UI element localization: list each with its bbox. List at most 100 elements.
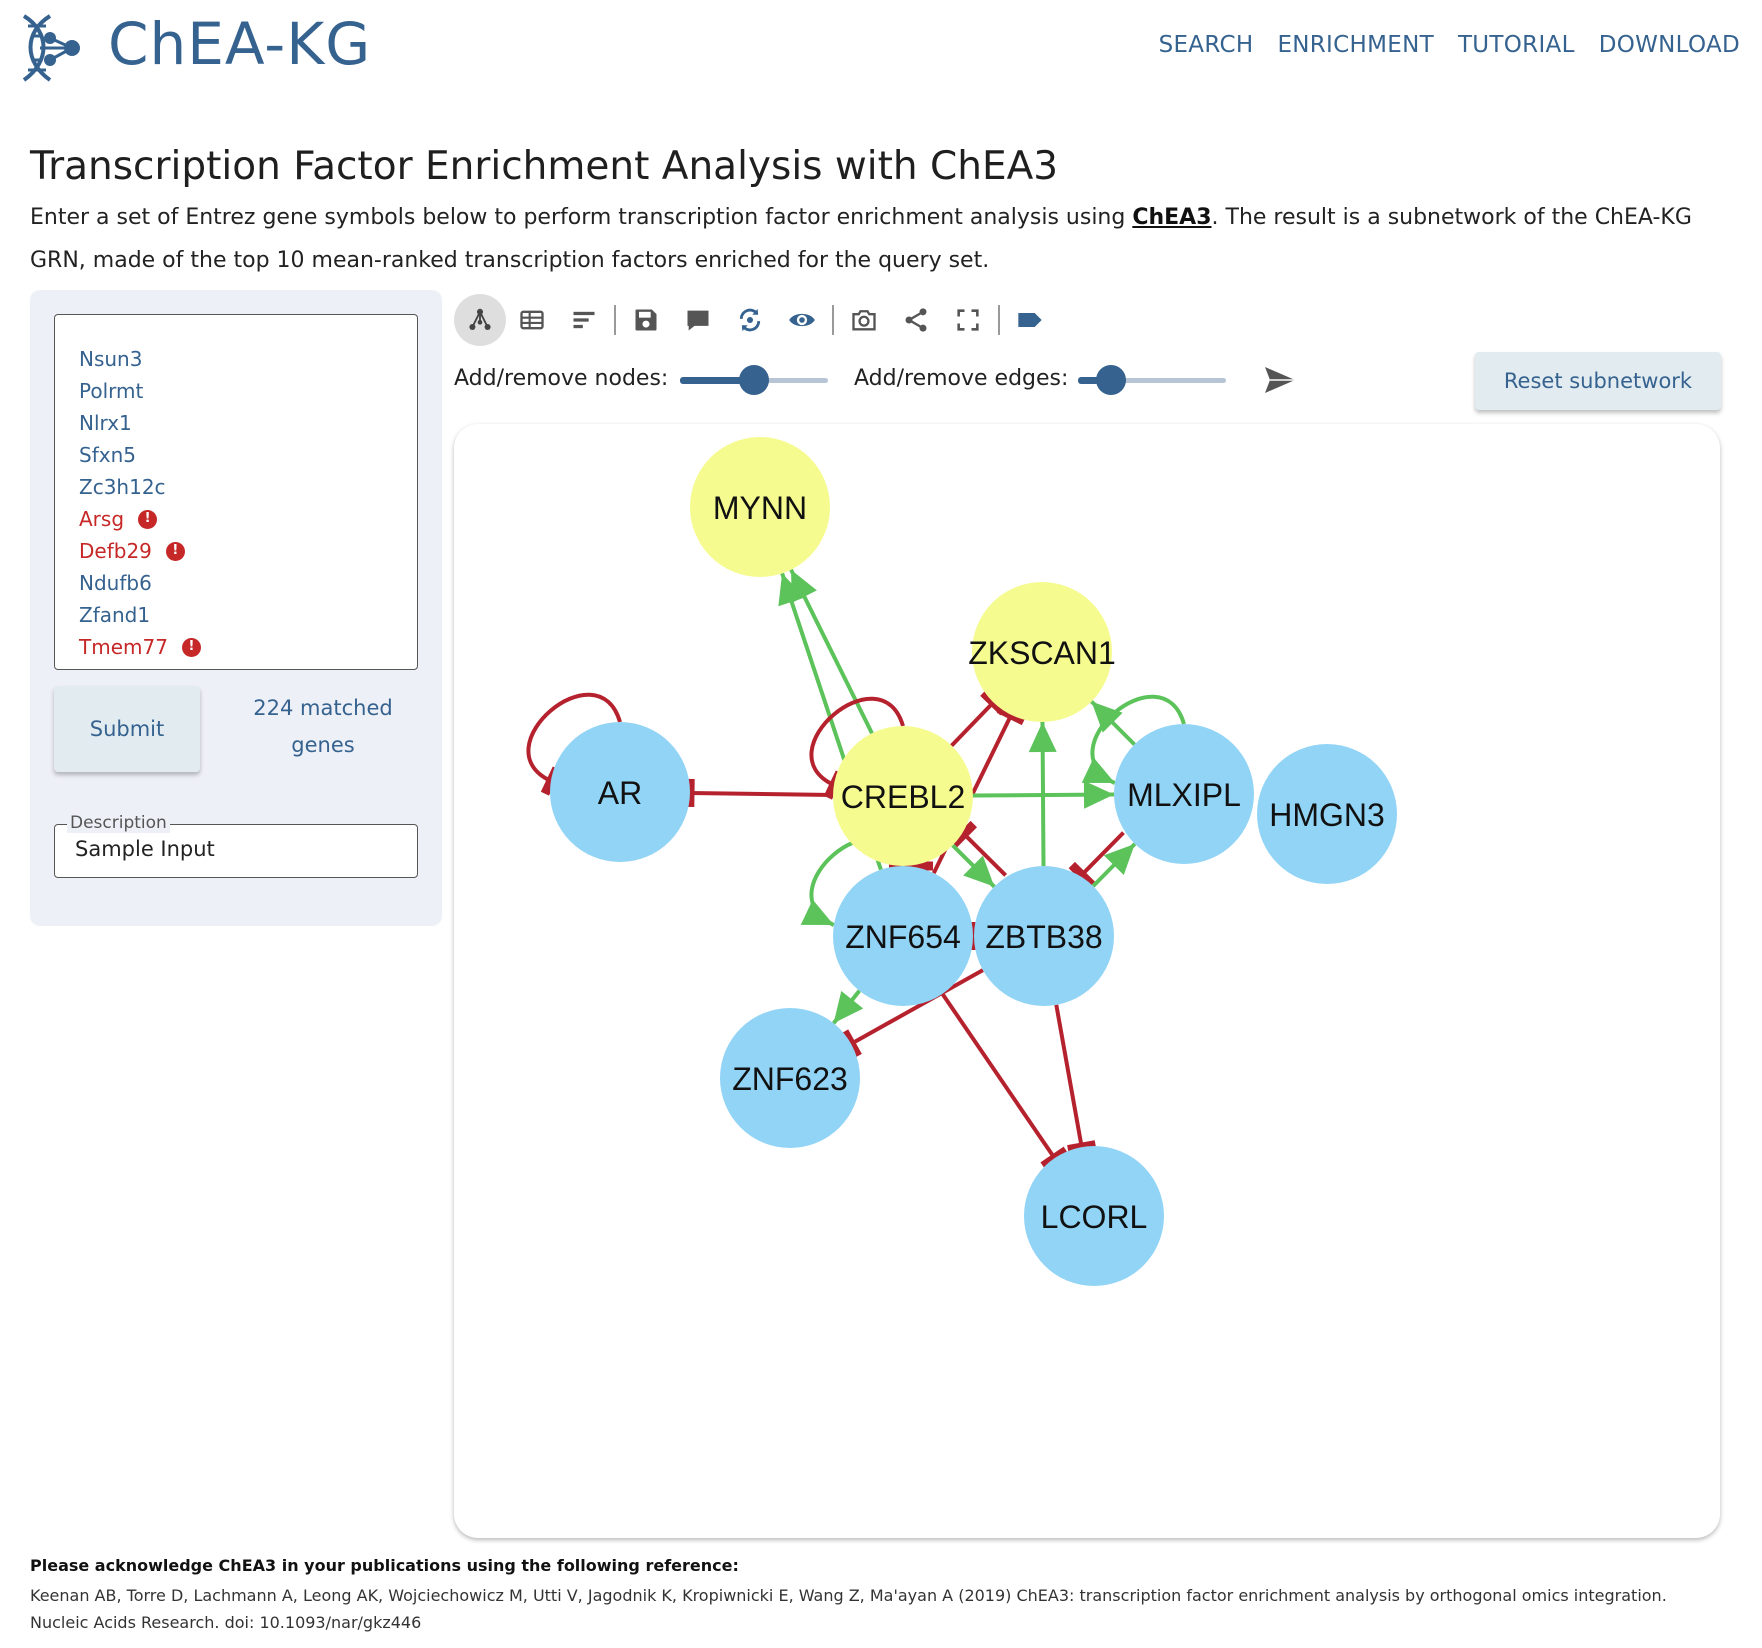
- send-icon[interactable]: [1262, 364, 1298, 396]
- dna-network-logo-icon[interactable]: [10, 10, 86, 86]
- network-edge[interactable]: [789, 568, 874, 735]
- main-nav: SEARCH ENRICHMENT TUTORIAL DOWNLOAD: [1159, 32, 1740, 58]
- edge-line: [789, 568, 874, 735]
- node-label: CREBL2: [841, 779, 966, 815]
- reset-subnetwork-button[interactable]: Reset subnetwork: [1475, 352, 1721, 410]
- edge-line: [689, 790, 834, 798]
- edge-arrowhead: [963, 855, 995, 887]
- share-button[interactable]: [890, 294, 942, 346]
- gene-item[interactable]: Zfand1: [79, 599, 201, 631]
- network-node[interactable]: ZBTB38: [974, 866, 1114, 1006]
- unmatched-warning-icon: !: [165, 541, 185, 561]
- node-label: MYNN: [713, 490, 807, 526]
- edge-line: [1080, 831, 1125, 877]
- network-node[interactable]: ZNF623: [720, 1008, 860, 1148]
- gene-symbol: Nlrx1: [79, 411, 132, 435]
- description-field[interactable]: Description: [54, 813, 418, 878]
- save-icon: [635, 309, 657, 331]
- edge-line: [850, 968, 984, 1046]
- network-node[interactable]: AR: [550, 722, 690, 862]
- gene-item[interactable]: Arsg!: [79, 503, 201, 535]
- gene-symbol: Tmem77: [79, 635, 168, 659]
- gene-symbol: Sfxn5: [79, 443, 136, 467]
- network-node[interactable]: CREBL2: [833, 726, 973, 866]
- nodes-slider-thumb[interactable]: [739, 365, 769, 395]
- network-edge[interactable]: [1090, 700, 1136, 746]
- gene-item[interactable]: Ndufb6: [79, 567, 201, 599]
- gene-item[interactable]: Zc3h12c: [79, 471, 201, 503]
- edge-line: [962, 832, 1008, 877]
- network-node[interactable]: HMGN3: [1257, 744, 1397, 884]
- network-view-button[interactable]: [454, 294, 506, 346]
- intro-text: Enter a set of Entrez gene symbols below…: [30, 196, 1730, 282]
- network-edge[interactable]: [1068, 831, 1125, 888]
- bar-chart-view-button[interactable]: [558, 294, 610, 346]
- node-circle: [690, 437, 830, 577]
- nav-enrichment[interactable]: ENRICHMENT: [1277, 32, 1434, 58]
- edge-arrowhead: [1083, 780, 1115, 809]
- network-edge[interactable]: [1081, 694, 1186, 785]
- node-label: ZKSCAN1: [968, 635, 1116, 671]
- node-label: ZNF623: [732, 1061, 848, 1097]
- table-view-button[interactable]: [506, 294, 558, 346]
- gene-item[interactable]: Tmem77!: [79, 631, 201, 663]
- edge-loop: [526, 692, 622, 783]
- nodes-slider[interactable]: [680, 365, 828, 395]
- edges-slider-thumb[interactable]: [1095, 365, 1126, 395]
- network-edge[interactable]: [685, 778, 834, 808]
- brand-title[interactable]: ChEA-KG: [108, 10, 372, 78]
- network-edge[interactable]: [1091, 842, 1137, 888]
- network-edge[interactable]: [968, 922, 978, 950]
- submit-button[interactable]: Submit: [54, 686, 200, 772]
- network-edge[interactable]: [972, 780, 1115, 809]
- gene-item[interactable]: Sfxn5: [79, 439, 201, 471]
- share-icon: [905, 308, 927, 332]
- network-edge[interactable]: [840, 968, 984, 1059]
- comment-button[interactable]: [672, 294, 724, 346]
- nav-search[interactable]: SEARCH: [1158, 32, 1254, 58]
- screenshot-button[interactable]: [838, 294, 890, 346]
- fullscreen-button[interactable]: [942, 294, 994, 346]
- network-node[interactable]: MLXIPL: [1114, 724, 1254, 864]
- network-edge[interactable]: [1054, 1004, 1097, 1154]
- visibility-button[interactable]: [776, 294, 828, 346]
- save-button[interactable]: [620, 294, 672, 346]
- eye-icon: [789, 313, 815, 327]
- gene-item[interactable]: Nsun3: [79, 343, 201, 375]
- reference-heading: Please acknowledge ChEA3 in your publica…: [30, 1556, 739, 1575]
- network-edge[interactable]: [940, 992, 1069, 1170]
- sync-button[interactable]: [724, 294, 776, 346]
- description-input[interactable]: [75, 837, 405, 861]
- edges-slider[interactable]: [1078, 365, 1226, 395]
- sync-icon: [739, 308, 761, 332]
- camera-icon: [852, 310, 876, 331]
- intro-text-end: . The result is a subnetwork of the ChEA…: [30, 205, 1692, 273]
- label-button[interactable]: [1004, 294, 1056, 346]
- gene-item[interactable]: Nlrx1: [79, 407, 201, 439]
- node-circle: [720, 1008, 860, 1148]
- network-edge[interactable]: [951, 843, 996, 889]
- label-icon: [1018, 313, 1042, 327]
- unmatched-warning-icon: !: [181, 637, 201, 657]
- edge-inhibitor-bar: [840, 1029, 862, 1059]
- chea3-link[interactable]: ChEA3: [1132, 205, 1212, 230]
- edge-line: [940, 992, 1057, 1160]
- nav-tutorial[interactable]: TUTORIAL: [1457, 32, 1575, 58]
- gene-symbol: Polrmt: [79, 379, 144, 403]
- edge-line: [950, 700, 995, 748]
- gene-symbol: Nsun3: [79, 347, 143, 371]
- network-node[interactable]: MYNN: [690, 437, 830, 577]
- network-edge[interactable]: [832, 989, 864, 1025]
- gene-item[interactable]: Defb29!: [79, 535, 201, 567]
- network-node[interactable]: ZNF654: [833, 866, 973, 1006]
- gene-item[interactable]: Polrmt: [79, 375, 201, 407]
- network-edge[interactable]: [950, 820, 1008, 877]
- table-icon: [520, 310, 544, 330]
- nav-download[interactable]: DOWNLOAD: [1598, 32, 1740, 58]
- network-node[interactable]: LCORL: [1024, 1146, 1164, 1286]
- edge-line: [1054, 1004, 1084, 1148]
- network-node[interactable]: ZKSCAN1: [968, 582, 1116, 722]
